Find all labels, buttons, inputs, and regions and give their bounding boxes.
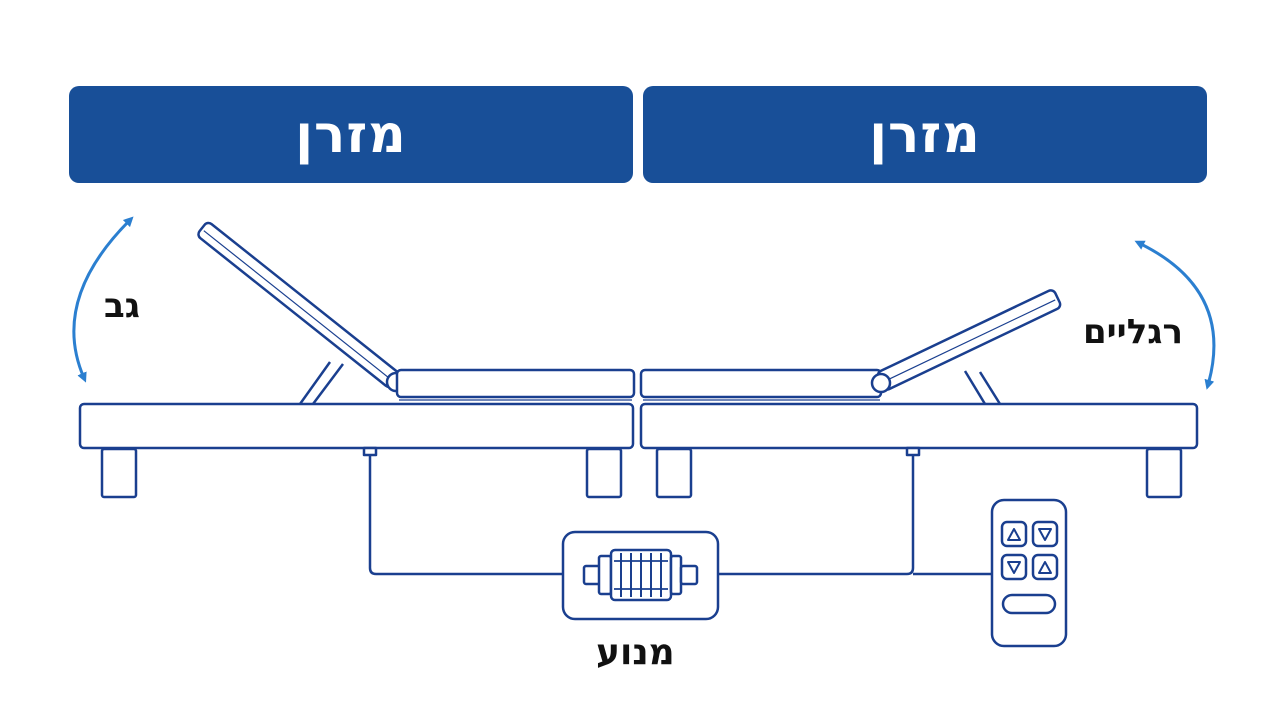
wiring	[362, 446, 992, 576]
mattress-label-right: מזרן	[869, 104, 981, 165]
bed-leg	[655, 447, 693, 499]
support-strut	[312, 363, 344, 405]
raised-back-section	[197, 221, 401, 389]
electric-motor-icon	[561, 530, 720, 621]
mattress-banner-left: מזרן	[69, 86, 633, 183]
flat-section	[395, 368, 636, 399]
curved-double-arrow-icon	[72, 216, 134, 383]
bed-base	[639, 402, 1199, 450]
bed-leg	[585, 447, 623, 499]
bed-leg	[100, 447, 138, 499]
right-bed	[639, 289, 1199, 499]
support-strut	[298, 361, 332, 405]
support-strut	[978, 371, 1002, 405]
bed-leg	[1145, 447, 1183, 499]
remote-wide-button	[1001, 593, 1057, 615]
legs-label: רגליים	[1083, 312, 1183, 352]
mattress-banner-right: מזרן	[643, 86, 1207, 183]
flat-section	[639, 368, 883, 399]
curved-double-arrow-icon	[1134, 240, 1216, 390]
remote-control-icon	[990, 498, 1068, 648]
hinge	[870, 372, 892, 394]
left-bed	[78, 221, 636, 499]
back-label: גב	[104, 286, 140, 326]
mattress-label-left: מזרן	[295, 104, 407, 165]
bed-base	[78, 402, 635, 450]
motor-label: מנוע	[596, 632, 675, 673]
support-strut	[963, 370, 987, 405]
